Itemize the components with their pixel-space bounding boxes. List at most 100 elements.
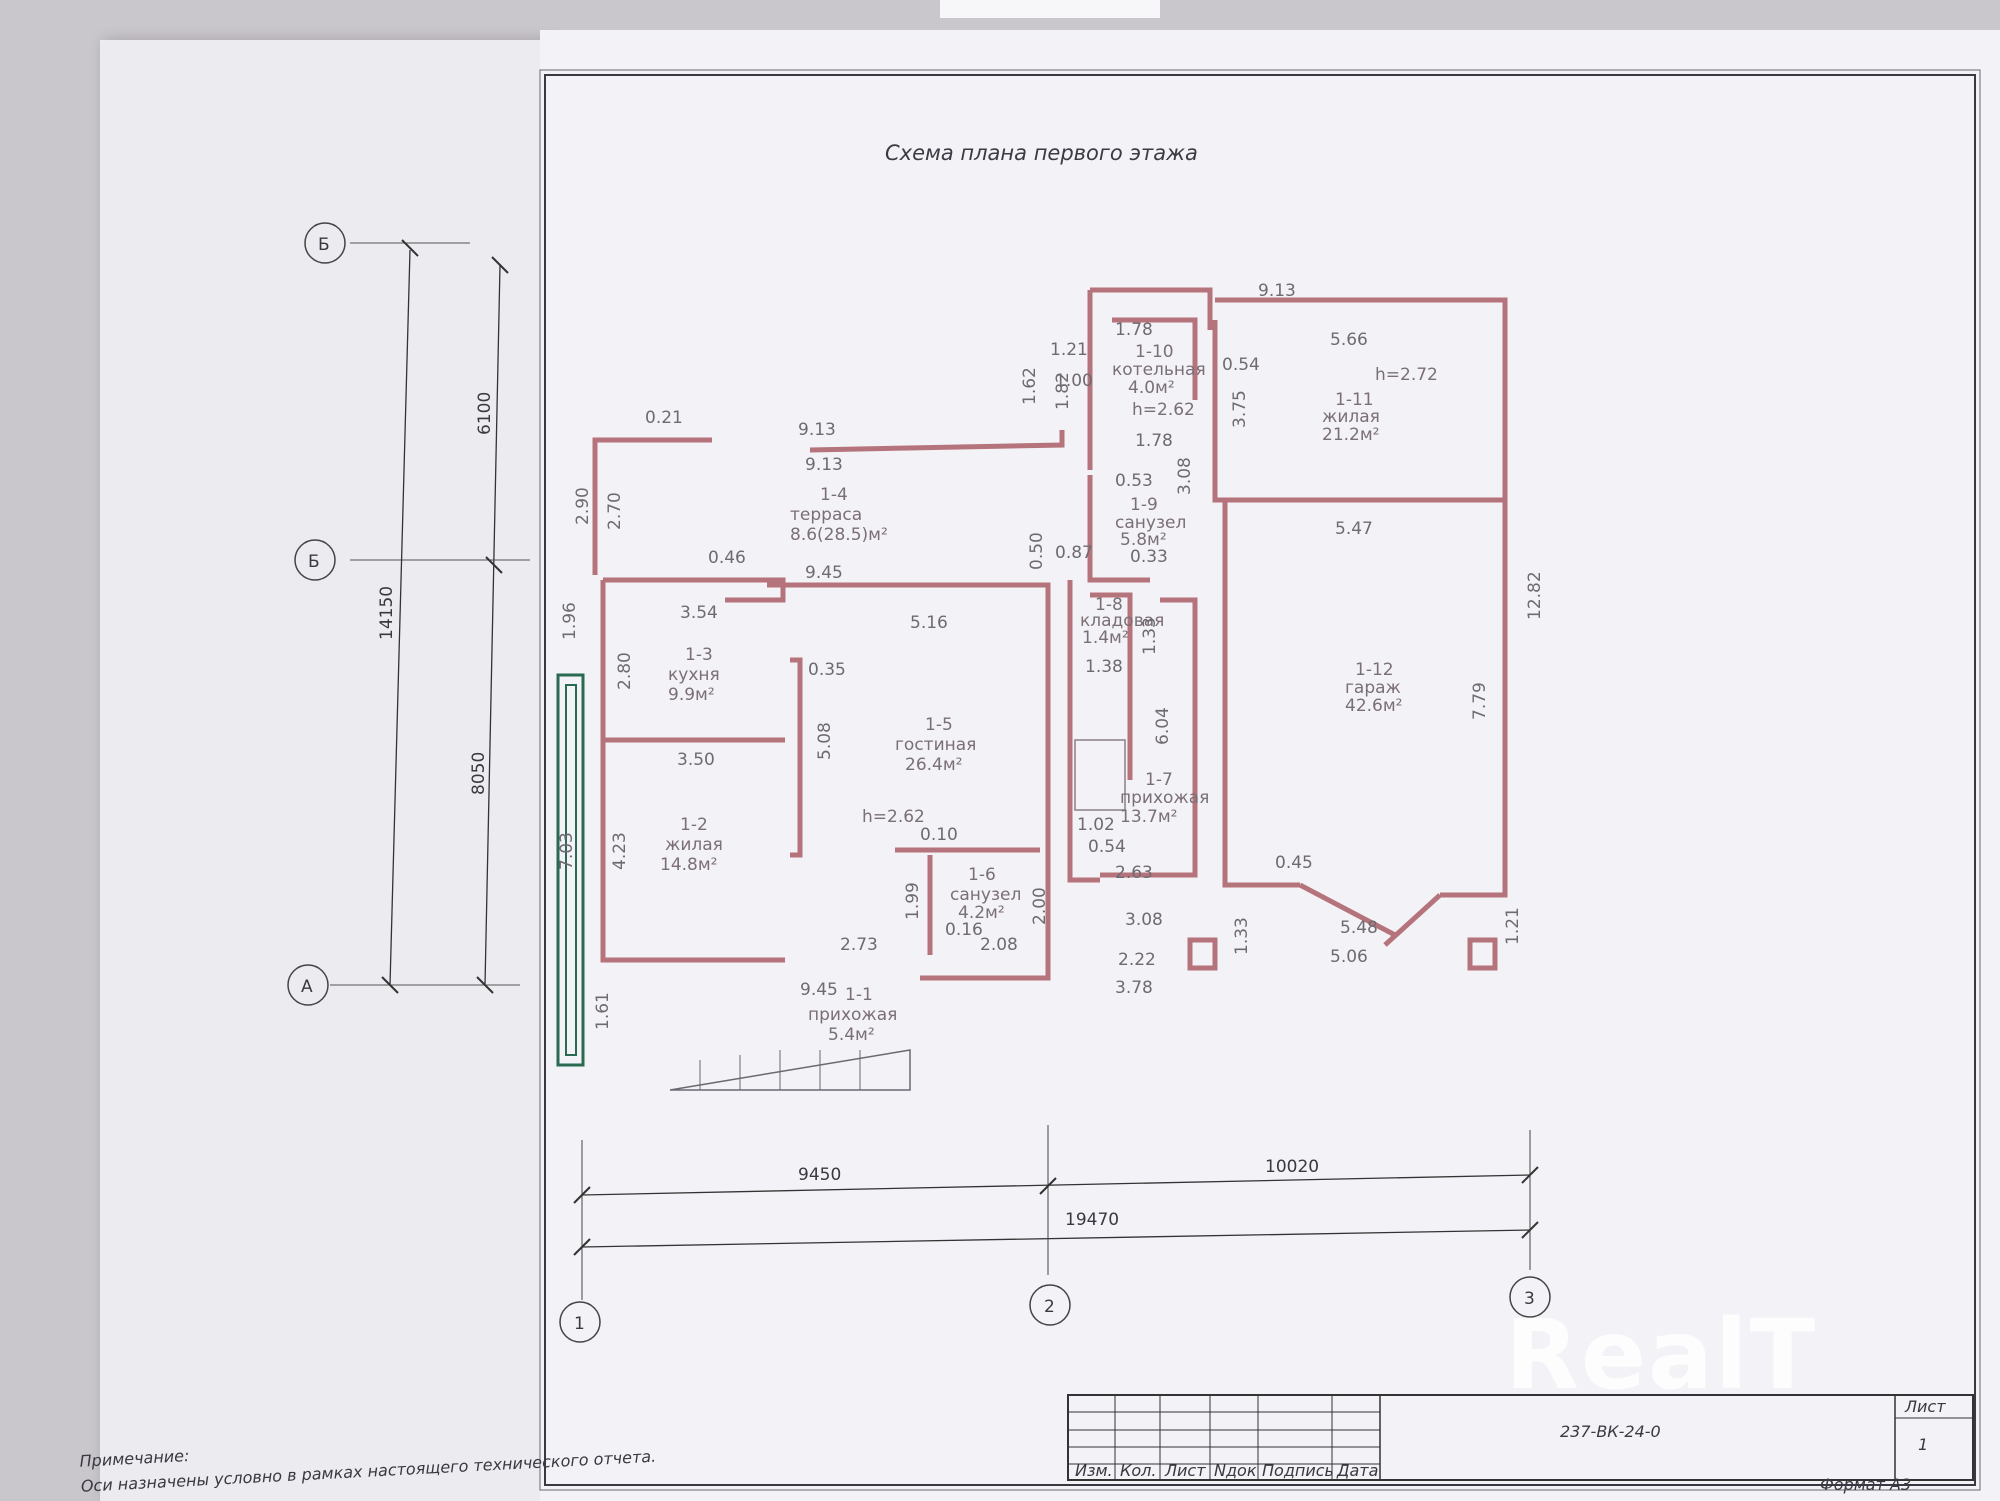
svg-text:0.54: 0.54 [1088,837,1126,857]
plan-title: Схема плана первого этажа [885,141,1198,165]
axis-label-a: А [301,977,313,997]
svg-text:5.06: 5.06 [1330,947,1368,967]
room-num-1-9: 1-9 [1130,495,1158,515]
room-area-1-4: 8.6(28.5)м² [790,525,888,545]
svg-text:3.75: 3.75 [1230,390,1250,428]
room-area-1-5: 26.4м² [905,755,963,775]
room-num-1-2: 1-2 [680,815,708,835]
dim-8050: 8050 [469,752,489,795]
height-living: h=2.62 [862,807,925,827]
axis-circle-2 [1029,1284,1071,1326]
svg-text:Кол.: Кол. [1120,1461,1156,1480]
axis-label-b2: Б [308,552,320,572]
format-label: Формат А3 [1820,1475,1911,1494]
room-area-1-1: 5.4м² [828,1025,875,1045]
svg-text:1.33: 1.33 [1232,917,1252,955]
left-page [100,40,550,1501]
svg-text:5.66: 5.66 [1330,330,1368,350]
svg-text:2.73: 2.73 [840,935,878,955]
plan-dimension-labels: 9.13 9.13 9.13 0.21 2.90 2.70 1.96 2.80 … [557,281,1545,1030]
sheet-number: 1 [1918,1435,1928,1454]
svg-text:Nдок: Nдок [1214,1461,1257,1480]
room-num-1-4: 1-4 [820,485,848,505]
room-num-1-7: 1-7 [1145,770,1173,790]
room-name-1-6: санузел [950,885,1021,905]
svg-text:Дата: Дата [1336,1461,1378,1480]
room-name-1-1: прихожая [808,1005,897,1025]
room-name-1-7: прихожая [1120,788,1209,808]
svg-text:0.10: 0.10 [920,825,958,845]
svg-text:5.16: 5.16 [910,613,948,633]
dim-19470: 19470 [1065,1210,1119,1230]
axis-circle-b1 [304,222,346,264]
axis-circle-1 [559,1301,601,1343]
svg-text:3.50: 3.50 [677,750,715,770]
svg-text:1.99: 1.99 [903,882,923,920]
room-area-1-3: 9.9м² [668,685,715,705]
note-title: Примечание: [79,1446,190,1471]
dim-14150: 14150 [377,586,397,640]
svg-text:1.82: 1.82 [1053,372,1073,410]
paper-corner [940,0,1160,18]
room-num-1-12: 1-12 [1355,660,1394,680]
svg-text:1.62: 1.62 [1020,367,1040,405]
svg-text:1.38: 1.38 [1085,657,1123,677]
svg-text:7.79: 7.79 [1470,682,1490,720]
room-name-1-4: терраса [790,505,862,525]
horizontal-dimensions: 9450 10020 19470 1 2 3 [559,1125,1551,1343]
svg-text:9.13: 9.13 [798,420,836,440]
room-num-1-3: 1-3 [685,645,713,665]
drawing-code: 237-ВК-24-0 [1560,1422,1661,1441]
svg-text:2.70: 2.70 [605,492,625,530]
svg-text:5.47: 5.47 [1335,519,1373,539]
svg-text:1.78: 1.78 [1135,431,1173,451]
room-name-1-8: кладовая [1080,611,1164,631]
svg-text:0.46: 0.46 [708,548,746,568]
height-room-1-11: h=2.72 [1375,365,1438,385]
room-name-1-9: санузел [1115,513,1186,533]
room-area-1-6: 4.2м² [958,903,1005,923]
svg-text:0.16: 0.16 [945,920,983,940]
svg-text:9.13: 9.13 [805,455,843,475]
outer-frame [539,69,1981,1491]
room-area-1-2: 14.8м² [660,855,718,875]
axis-label-3: 3 [1524,1289,1535,1309]
walls [592,287,1508,981]
svg-text:9.45: 9.45 [800,980,838,1000]
svg-text:1.96: 1.96 [560,602,580,640]
room-name-1-5: гостиная [895,735,976,755]
svg-text:12.82: 12.82 [1525,571,1545,620]
svg-text:1.21: 1.21 [1050,340,1088,360]
svg-text:3.08: 3.08 [1175,457,1195,495]
svg-text:2.08: 2.08 [980,935,1018,955]
realt-watermark: RealT [1505,1299,1817,1411]
svg-text:Изм.: Изм. [1075,1461,1113,1480]
axis-label-b1: Б [318,235,330,255]
axis-markers-rows: Б Б А [287,222,530,1006]
sheet-label: Лист [1904,1397,1946,1416]
room-area-1-12: 42.6м² [1345,696,1403,716]
svg-text:0.87: 0.87 [1055,543,1093,563]
svg-text:2.90: 2.90 [573,487,593,525]
svg-text:1.61: 1.61 [593,992,613,1030]
svg-text:0.53: 0.53 [1115,471,1153,491]
svg-text:1.78: 1.78 [1115,320,1153,340]
svg-text:2.22: 2.22 [1118,950,1156,970]
room-num-1-11: 1-11 [1335,390,1374,410]
svg-text:Подпись: Подпись [1262,1461,1334,1480]
svg-text:7.03: 7.03 [557,832,577,870]
svg-text:0.54: 0.54 [1222,355,1260,375]
svg-text:9.13: 9.13 [1258,281,1296,301]
room-labels: 1-1 прихожая 5.4м² 1-2 жилая 14.8м² 1-3 … [660,342,1438,1045]
room-name-1-12: гараж [1345,678,1401,698]
svg-text:1.00: 1.00 [1055,371,1093,391]
main-page [540,30,2000,1501]
room-num-1-6: 1-6 [968,865,996,885]
svg-text:1.33: 1.33 [1140,617,1160,655]
room-num-1-5: 1-5 [925,715,953,735]
stairs [669,739,1126,1091]
svg-text:3.54: 3.54 [680,603,718,623]
svg-text:5.48: 5.48 [1340,918,1378,938]
room-area-1-8: 1.4м² [1082,628,1129,648]
